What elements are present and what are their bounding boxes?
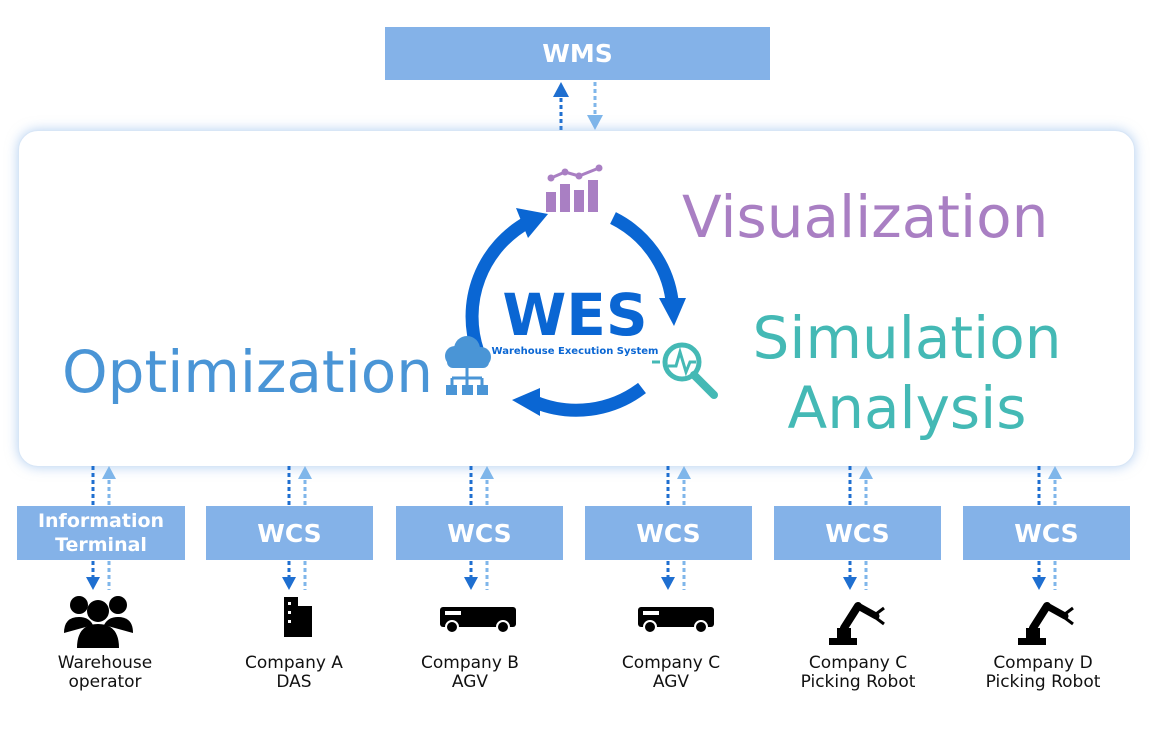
wcs-box-company-b: WCS bbox=[396, 506, 563, 560]
wcs-label: WCS bbox=[636, 518, 701, 548]
agv-icon-company-c bbox=[638, 607, 714, 634]
label-company-c-agv: Company C AGV bbox=[591, 654, 751, 692]
label-line2: Picking Robot bbox=[800, 672, 916, 692]
information-terminal-box: Information Terminal bbox=[17, 506, 185, 560]
label-line1: Company A bbox=[245, 653, 343, 673]
cycle-arc-top-left bbox=[465, 216, 532, 355]
people-icon bbox=[64, 596, 133, 648]
cloud-network-icon bbox=[445, 336, 491, 395]
box-label-line2: Terminal bbox=[55, 534, 147, 556]
label-line2: AGV bbox=[451, 672, 489, 692]
label-line1: Company C bbox=[621, 653, 721, 673]
cycle-arc-right bbox=[609, 212, 679, 302]
label-company-d-robot: Company D Picking Robot bbox=[963, 654, 1123, 692]
label-line2: DAS bbox=[276, 672, 312, 692]
wcs-label: WCS bbox=[447, 518, 512, 548]
label-line2: Picking Robot bbox=[985, 672, 1101, 692]
cycle-arc-bottom bbox=[532, 382, 646, 417]
wms-box: WMS bbox=[385, 27, 770, 80]
label-line2: AGV bbox=[652, 672, 690, 692]
wes-title: WES bbox=[502, 281, 647, 349]
wcs-box-company-c-robot: WCS bbox=[774, 506, 941, 560]
magnifier-analysis-icon bbox=[652, 342, 718, 399]
label-line1: Company B bbox=[421, 653, 519, 673]
robot-arm-icon-company-c bbox=[829, 602, 885, 645]
wms-label: WMS bbox=[542, 39, 613, 68]
label-line1: Company C bbox=[808, 653, 908, 673]
building-icon bbox=[284, 597, 312, 637]
wes-subtitle: Warehouse Execution System bbox=[492, 346, 659, 357]
label-warehouse-operator: Warehouse operator bbox=[25, 654, 185, 692]
wcs-label: WCS bbox=[257, 518, 322, 548]
label-company-a-das: Company A DAS bbox=[214, 654, 374, 692]
simulation-analysis-label: Simulation Analysis bbox=[732, 303, 1082, 443]
label-company-b-agv: Company B AGV bbox=[390, 654, 550, 692]
cycle-arrowhead-top-left bbox=[516, 208, 548, 238]
wcs-label: WCS bbox=[825, 518, 890, 548]
label-line1: Company D bbox=[993, 653, 1093, 673]
label-line1: Warehouse bbox=[57, 653, 153, 673]
wcs-box-company-c-agv: WCS bbox=[585, 506, 752, 560]
box-label-line1: Information bbox=[37, 510, 165, 532]
label-line2: operator bbox=[68, 672, 142, 692]
analysis-label: Analysis bbox=[787, 374, 1027, 442]
agv-icon-company-b bbox=[440, 607, 516, 634]
visualization-label: Visualization bbox=[682, 183, 1049, 251]
robot-arm-icon-company-d bbox=[1018, 602, 1074, 645]
wcs-box-company-d: WCS bbox=[963, 506, 1130, 560]
wcs-label: WCS bbox=[1014, 518, 1079, 548]
optimization-label: Optimization bbox=[62, 338, 434, 406]
label-company-c-robot: Company C Picking Robot bbox=[778, 654, 938, 692]
wcs-box-company-a: WCS bbox=[206, 506, 373, 560]
bar-chart-icon bbox=[546, 164, 603, 212]
cycle-arrowhead-right bbox=[659, 298, 686, 326]
simulation-label: Simulation bbox=[752, 304, 1062, 372]
cycle-arrowhead-bottom bbox=[512, 388, 540, 416]
